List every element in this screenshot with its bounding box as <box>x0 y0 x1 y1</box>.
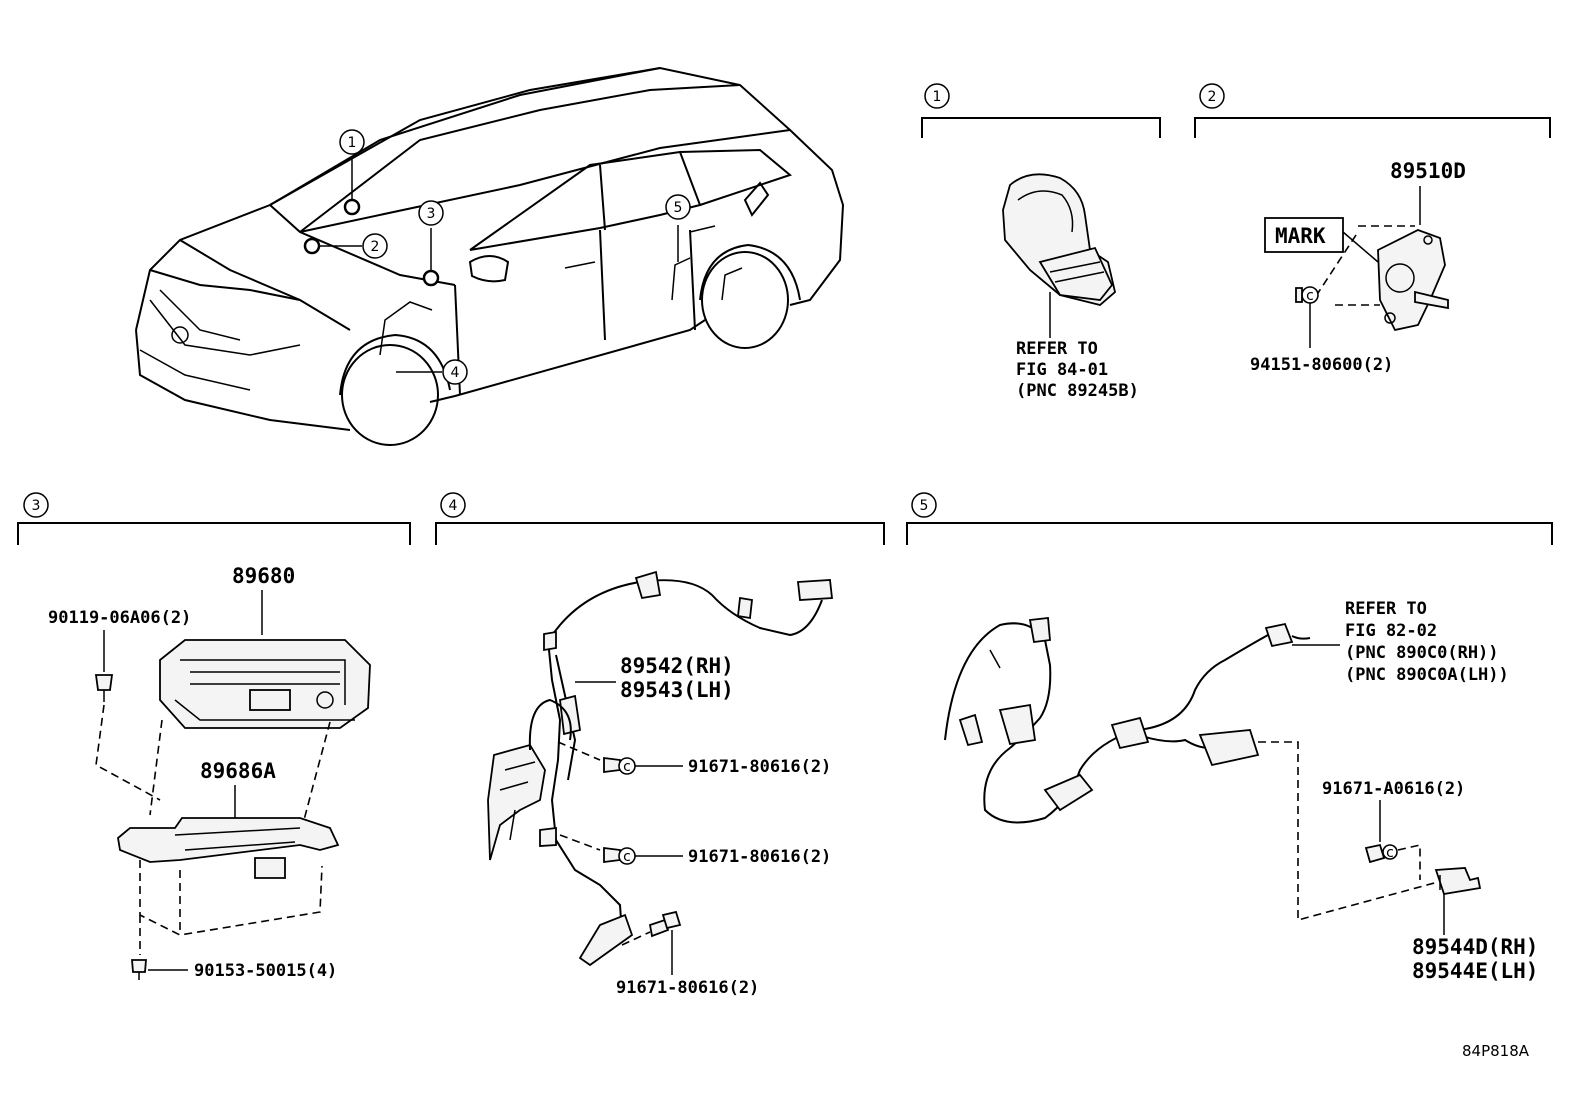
yaw-sensor-part <box>1002 173 1116 306</box>
bracket-89686A-label: 89686A <box>200 759 276 783</box>
marker-5: 5 <box>665 194 691 220</box>
location-dot-1 <box>343 198 361 216</box>
refer-fig82-line-1: REFER TO <box>1345 599 1427 619</box>
bolt-90119-label: 90119-06A06(2) <box>48 608 191 628</box>
marker-1-label: 1 <box>348 135 357 151</box>
marker-2-label: 2 <box>371 239 380 255</box>
figure-code: 84P818A <box>1462 1042 1530 1060</box>
refer-fig82-line-4: (PNC 890C0A(LH)) <box>1345 665 1509 685</box>
bolt-90153-label: 90153-50015(4) <box>194 961 337 981</box>
front-speed-sensor-harness <box>487 570 833 967</box>
marker-4-label: 4 <box>451 365 460 381</box>
vehicle-overview: 1 2 3 4 5 <box>135 66 845 446</box>
section-5-number: 5 <box>920 498 929 514</box>
bolt-94151: c <box>1295 286 1319 304</box>
part-89510D-label: 89510D <box>1390 159 1466 183</box>
bolt-94151-label: 94151-80600(2) <box>1250 355 1393 375</box>
bolt-91671-b: c <box>603 846 636 865</box>
mark-label: MARK <box>1275 224 1326 248</box>
section-2: 2 89510D MARK c 94151-80600(2) <box>1194 83 1551 375</box>
sensor-89544D-label: 89544D(RH) <box>1412 935 1538 959</box>
refer-fig82-line-2: FIG 82-02 <box>1345 621 1437 641</box>
marker-3-label: 3 <box>427 206 436 222</box>
bracket-89686A-part <box>117 817 340 879</box>
marker-1: 1 <box>339 129 365 155</box>
section-1-number: 1 <box>933 89 942 105</box>
refer-fig-line-2: FIG 84-01 <box>1016 360 1108 380</box>
sensor-89544E-label: 89544E(LH) <box>1412 959 1538 983</box>
ecu-89680-label: 89680 <box>232 564 295 588</box>
height-sensor-part <box>1377 229 1449 332</box>
svg-text:c: c <box>623 849 631 865</box>
marker-4: 4 <box>442 359 468 385</box>
svg-text:c: c <box>1306 288 1314 304</box>
ecu-89680-part <box>159 639 371 729</box>
section-1: 1 REFER TO FIG 84-01 (PNC 89245B) <box>921 83 1161 401</box>
location-dot-2 <box>303 237 321 255</box>
location-dot-3 <box>422 269 440 287</box>
section-3: 3 89680 90119-06A06(2) 89686A <box>17 492 411 981</box>
rear-sensor-part <box>1434 867 1482 896</box>
mark-box <box>1264 217 1344 253</box>
bolt-91671-A0616: c <box>1364 843 1398 864</box>
sensor-89543-label: 89543(LH) <box>620 678 734 702</box>
refer-fig82-line-3: (PNC 890C0(RH)) <box>1345 643 1499 663</box>
refer-fig-line-3: (PNC 89245B) <box>1016 381 1139 401</box>
svg-text:c: c <box>1386 845 1394 861</box>
bolt-90153 <box>131 959 147 980</box>
section-4-number: 4 <box>449 498 458 514</box>
section-5: 5 REFER TO FIG 82-02 (PNC 890C0(RH)) (PN… <box>906 492 1553 983</box>
bolt-91671-c <box>648 910 682 938</box>
bolt-91671-A0616-label: 91671-A0616(2) <box>1322 779 1465 799</box>
bolt-91671-b-label: 91671-80616(2) <box>688 847 831 867</box>
marker-2: 2 <box>362 233 388 259</box>
section-3-number: 3 <box>32 498 41 514</box>
refer-fig-line-1: REFER TO <box>1016 339 1098 359</box>
section-2-number: 2 <box>1208 89 1217 105</box>
svg-text:c: c <box>623 759 631 775</box>
bolt-91671-c-label: 91671-80616(2) <box>616 978 759 998</box>
rear-speed-sensor-harness <box>944 617 1311 824</box>
bolt-91671-a-label: 91671-80616(2) <box>688 757 831 777</box>
bolt-91671-a: c <box>603 756 636 775</box>
marker-3: 3 <box>418 200 444 226</box>
marker-5-label: 5 <box>674 200 683 216</box>
sensor-89542-label: 89542(RH) <box>620 654 734 678</box>
bolt-90119 <box>94 674 114 702</box>
section-4: 4 89542(RH) 89543(LH) c <box>435 492 885 998</box>
